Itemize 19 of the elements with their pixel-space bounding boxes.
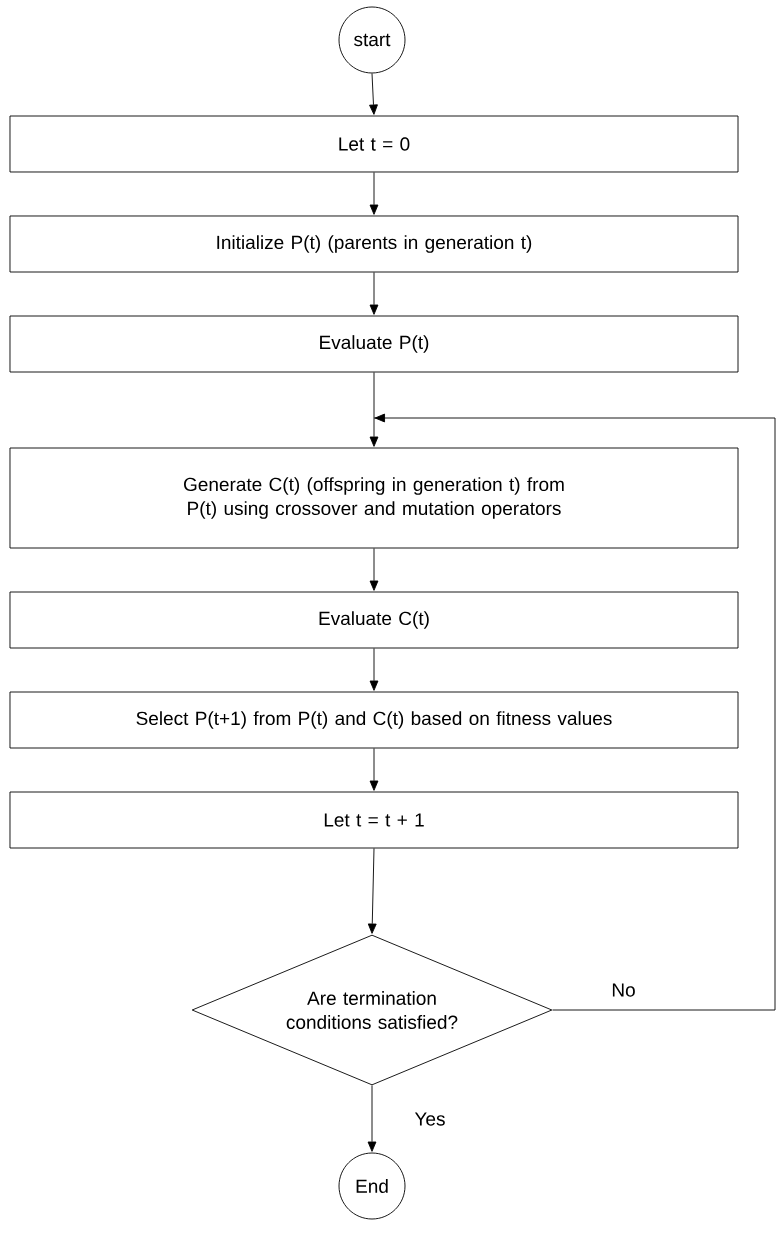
process-box: Evaluate P(t) xyxy=(9,315,739,373)
arrow xyxy=(369,73,378,115)
process-box: Select P(t+1) from P(t) and C(t) based on fitness values xyxy=(9,691,739,749)
arrow xyxy=(367,848,377,934)
arrow xyxy=(373,413,776,1011)
process-box: Generate C(t) (offspring in generation t) from P(t) using crossover and mutation operators xyxy=(9,447,739,549)
process-box: Let t = 0 xyxy=(9,115,739,173)
edge-label: Yes xyxy=(412,1110,448,1128)
arrow xyxy=(369,548,379,591)
process-box: Initialize P(t) (parents in generation t) xyxy=(9,215,739,273)
arrow xyxy=(369,417,379,447)
edge-label: No xyxy=(609,981,638,999)
arrow xyxy=(369,648,379,691)
arrow xyxy=(369,172,379,215)
process-box: Evaluate C(t) xyxy=(9,591,739,649)
arrow xyxy=(367,1085,377,1152)
arrow xyxy=(369,748,379,791)
arrow xyxy=(369,272,379,315)
process-box: Let t = t + 1 xyxy=(9,791,739,849)
